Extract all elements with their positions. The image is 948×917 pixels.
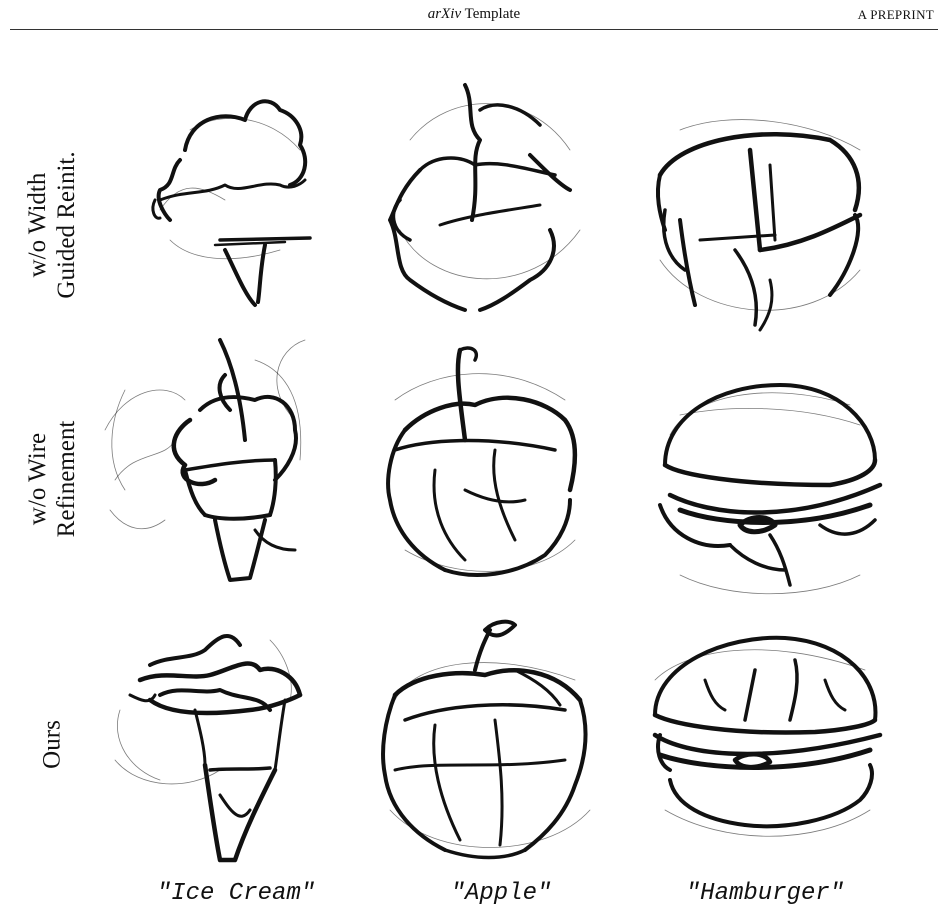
preprint-label: A PREPRINT xyxy=(857,7,934,22)
sketch-hamburger-ours xyxy=(652,635,883,837)
sketch-apple-ours xyxy=(381,619,591,860)
page-header: arXiv Template A PREPRINT xyxy=(10,0,938,30)
sketch-icecream-ours xyxy=(114,634,303,863)
sketch-hamburger-no-wire-refinement xyxy=(658,383,883,595)
caption-ice-cream: "Ice Cream" xyxy=(156,880,316,907)
sketch-apple-no-width-reinit xyxy=(388,83,581,312)
sketch-icecream-no-wire-refinement xyxy=(104,338,306,582)
sketch-hamburger-no-width-reinit xyxy=(655,119,863,332)
row-label-no-wire-refinement: w/o Wire Refinement xyxy=(24,420,80,538)
sketch-apple-no-wire-refinement xyxy=(386,346,578,577)
sketch-icecream-no-width-reinit xyxy=(151,99,312,307)
caption-apple: "Apple" xyxy=(450,880,552,907)
running-title: arXiv Template xyxy=(427,6,521,22)
row-label-ours: Ours xyxy=(38,720,66,769)
caption-hamburger: "Hamburger" xyxy=(685,880,845,907)
header-rule xyxy=(10,29,938,30)
